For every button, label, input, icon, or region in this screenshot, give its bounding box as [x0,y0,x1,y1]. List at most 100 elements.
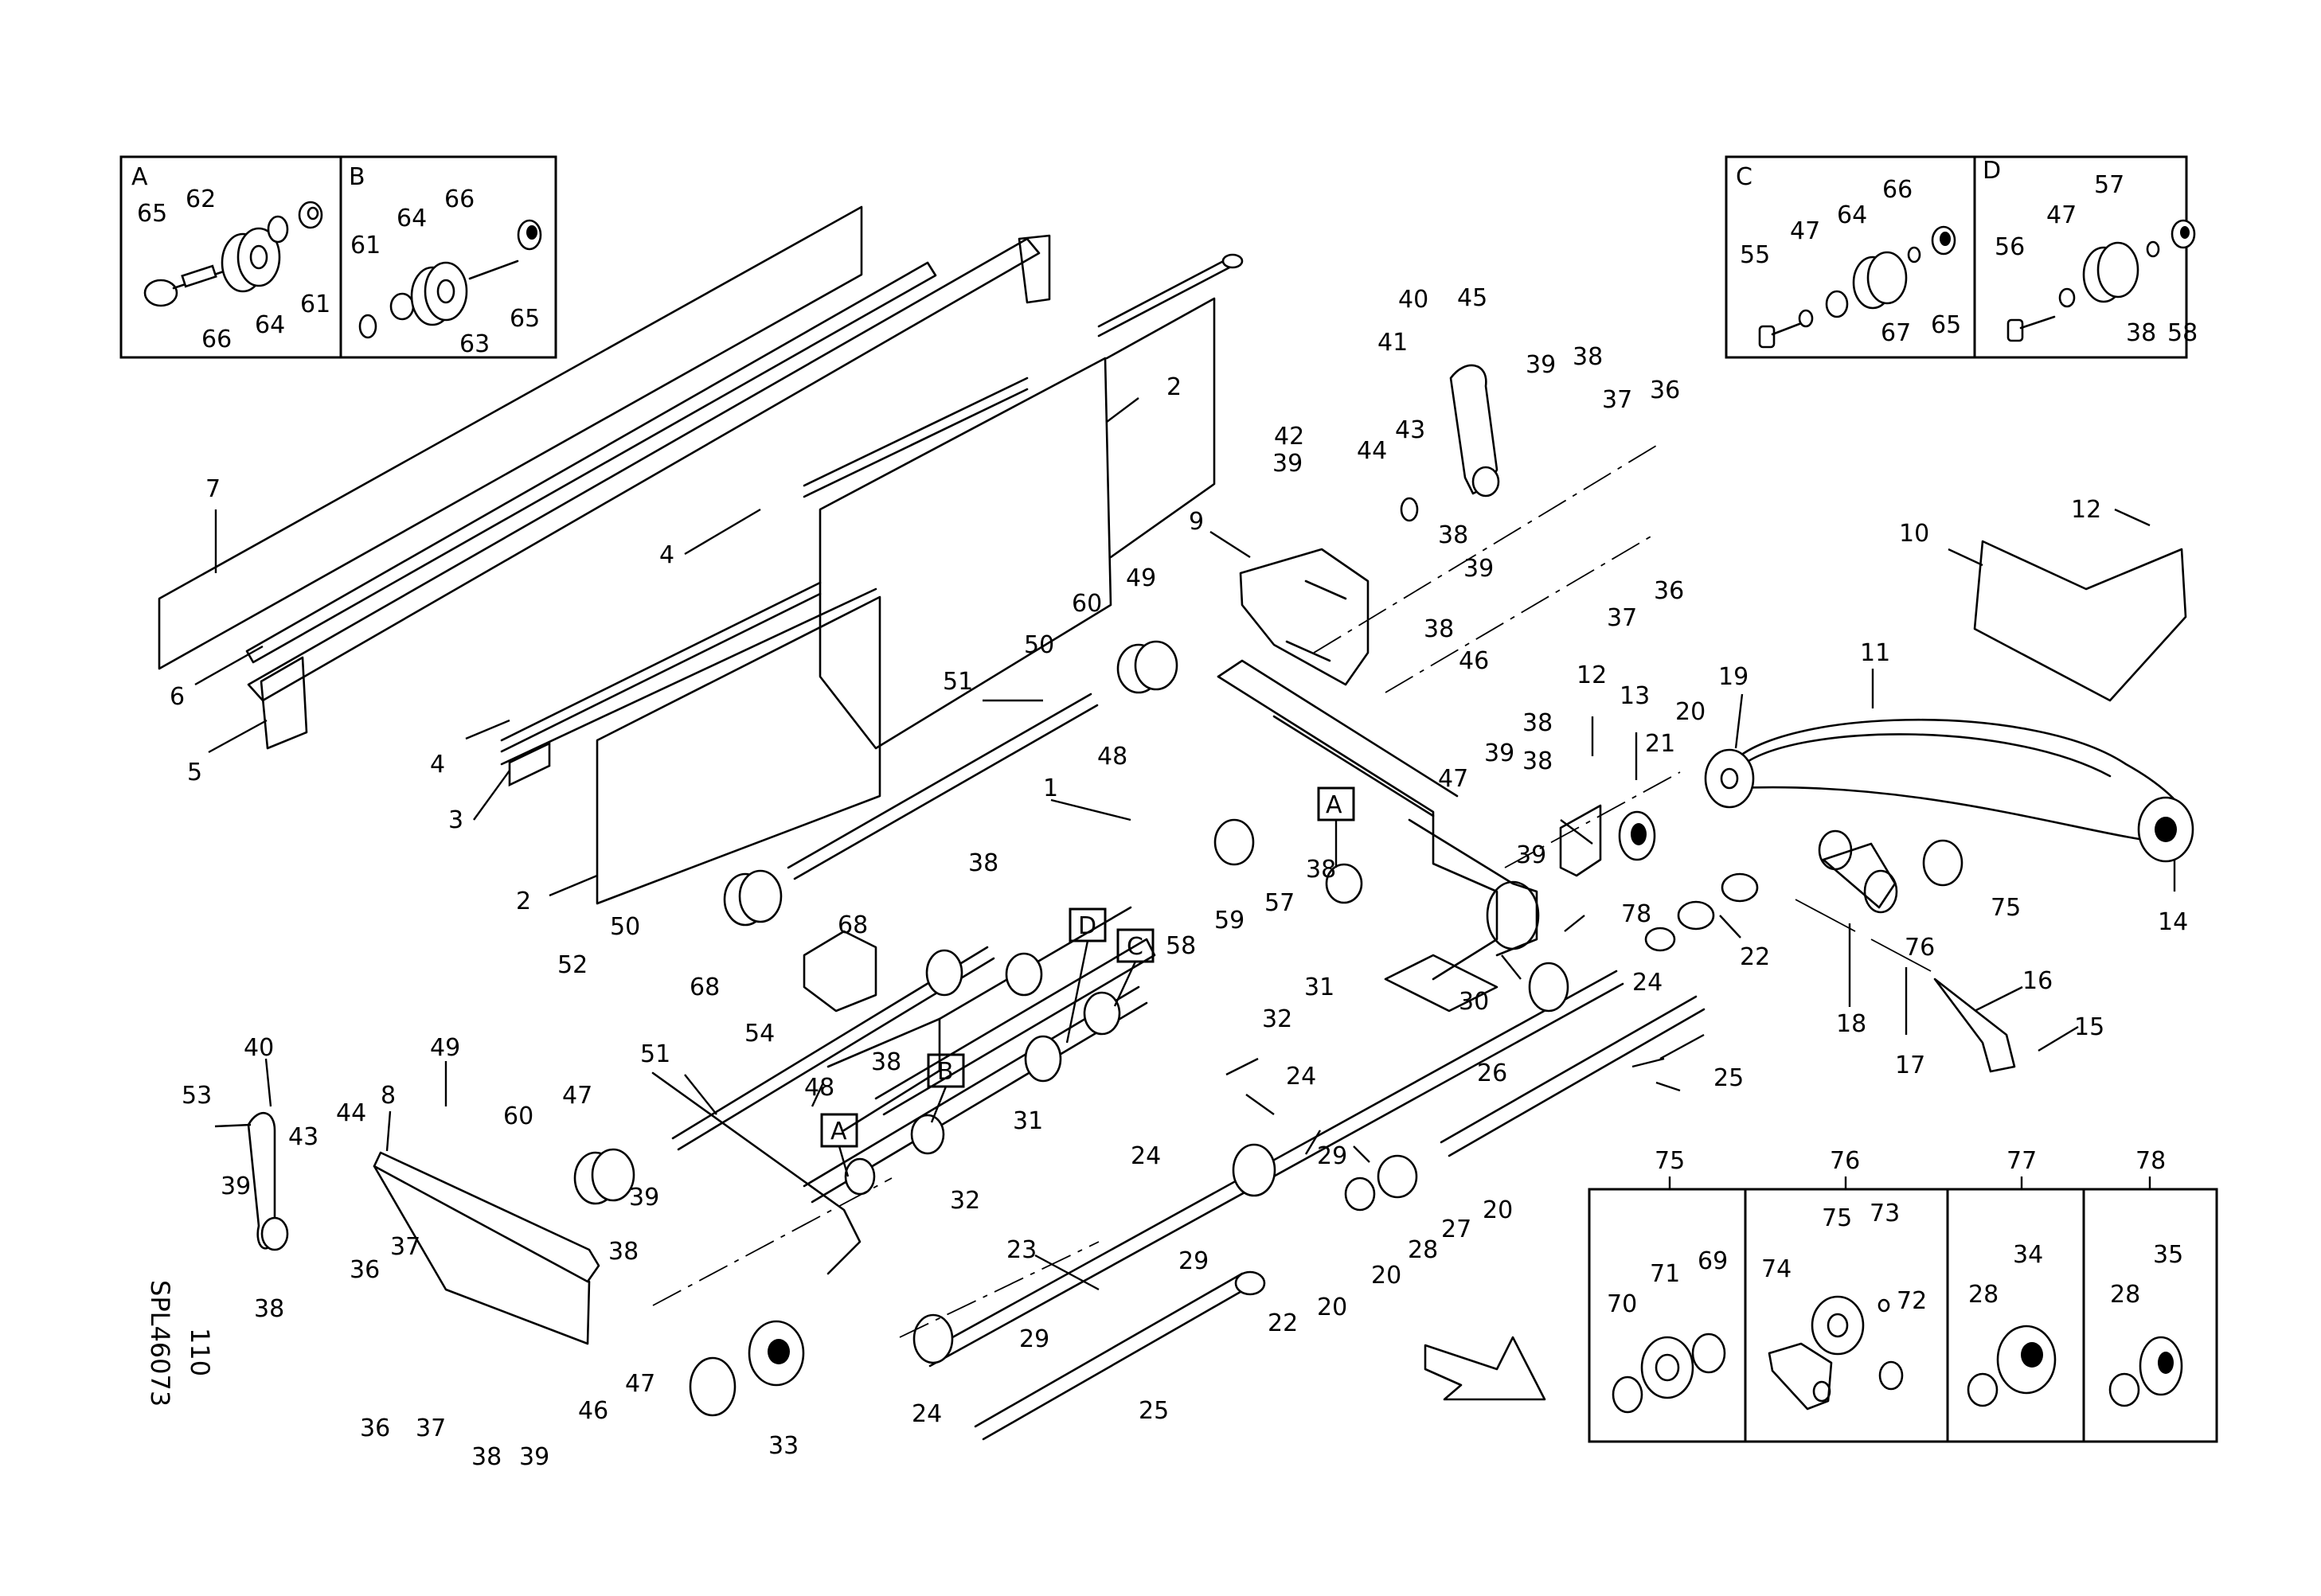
callout-38-g: 38 [871,1048,901,1076]
callout-39-b: 39 [1272,450,1303,478]
detail-label-D: D [1078,912,1096,940]
callout-49-upper: 49 [1126,564,1156,592]
callout-38-b: 38 [1438,521,1468,549]
callout-43-left: 43 [288,1123,318,1151]
callout-25-upper: 25 [1713,1064,1744,1092]
callout-57: 57 [1264,889,1295,917]
callout-48-upper: 48 [1097,743,1127,771]
callout-53: 53 [182,1082,212,1110]
callout-39-a: 39 [1526,351,1556,379]
inset-D-58: 58 [2167,319,2198,347]
kits-box [1588,1177,2218,1443]
callout-28: 28 [1408,1236,1438,1264]
inset-A-roller-assembly [143,201,323,307]
inset-D-57: 57 [2094,171,2124,199]
callout-8: 8 [381,1082,396,1110]
callout-10: 10 [1899,520,1929,548]
detail-box-D [1065,907,1107,1044]
part-4-rod-upper [803,377,1029,498]
callout-4-upper: 4 [659,541,674,569]
callout-58: 58 [1166,932,1196,960]
callout-31-lower: 31 [1013,1107,1043,1135]
part-2-side-plate-front [500,587,881,905]
callout-37-a: 37 [1602,386,1632,414]
callout-17: 17 [1895,1052,1925,1079]
callout-12-mid: 12 [1577,661,1607,689]
kit-75-69: 69 [1698,1247,1728,1275]
callout-39-e: 39 [1516,841,1546,869]
center-lower-frame [651,906,1156,1275]
part-77-gear [689,1320,805,1417]
callout-40-right: 40 [1398,286,1428,314]
callout-14: 14 [2158,908,2188,936]
callout-9: 9 [1189,508,1204,536]
callout-18: 18 [1836,1010,1866,1038]
detail-box-C [1113,928,1155,1007]
callout-49-lower: 49 [430,1034,460,1062]
inset-B-63: 63 [459,330,490,358]
inset-box-C-D [1725,155,2188,359]
inset-B-roller-assembly [358,219,542,339]
callout-39-d: 39 [1484,739,1514,767]
part-10-bracket [1973,540,2187,702]
inset-C-66: 66 [1882,176,1913,204]
callout-59: 59 [1214,907,1245,935]
part-57-roller [1213,818,1363,904]
kit-78-28: 28 [2110,1281,2140,1309]
callout-26: 26 [1477,1059,1507,1087]
callout-24-a: 24 [1632,969,1663,997]
callout-39-h: 39 [519,1443,549,1471]
part-68-pulley [723,869,963,997]
callout-labels: 1 2 2 3 4 4 5 6 7 8 9 10 11 12 12 13 14 … [131,157,2198,1471]
callout-38-d: 38 [1522,709,1553,737]
detail-box-A-lower [820,1113,858,1177]
callout-39-f: 39 [221,1173,251,1200]
inset-D-title: D [1983,157,2001,185]
callout-24-c: 24 [1131,1142,1161,1170]
callout-39-g: 39 [629,1184,659,1212]
callout-23: 23 [1006,1236,1037,1264]
callout-48-lower: 48 [804,1074,834,1102]
callout-42: 42 [1274,423,1304,451]
kit-76-drawing [1768,1295,1904,1411]
kit-76-75: 75 [1822,1204,1852,1232]
callout-36-d: 36 [360,1415,390,1442]
callout-36-c: 36 [350,1256,380,1284]
callout-20-a: 20 [1483,1196,1513,1224]
part-51-shaft-upper [787,693,1099,880]
callout-47-left: 47 [625,1370,655,1398]
part-8-lever-plate [373,1151,600,1345]
callout-50-upper: 50 [1024,631,1054,659]
callout-7: 7 [205,475,221,503]
left-bracket-40 [247,1111,289,1251]
inset-C-55: 55 [1740,241,1770,269]
callout-51-lower: 51 [640,1040,670,1068]
callout-4-lower: 4 [430,751,445,778]
callout-13: 13 [1620,682,1650,710]
callout-32-lower: 32 [950,1187,980,1215]
detail-label-C: C [1127,933,1143,961]
part-30-plate [1384,954,1498,1013]
callout-20-right: 20 [1675,698,1706,726]
callout-60-lower: 60 [503,1102,533,1130]
part-25-shaft-upper [1440,995,1706,1157]
callout-47-mid: 47 [562,1082,592,1110]
callout-37-d: 37 [416,1415,446,1442]
inset-C-67: 67 [1881,319,1911,347]
callout-46-right: 46 [1459,647,1489,675]
callout-47-right: 47 [1438,765,1468,793]
callout-2-upper: 2 [1166,373,1182,401]
kit-75-70: 70 [1607,1290,1637,1318]
inset-C-title: C [1736,163,1752,191]
inset-A-61: 61 [300,291,330,318]
callout-41: 41 [1377,329,1408,357]
inset-C-65: 65 [1931,311,1961,339]
callout-11: 11 [1860,639,1890,667]
inset-B-title: B [349,163,365,191]
callout-21: 21 [1645,730,1675,758]
callout-22-right: 22 [1740,943,1770,971]
inset-C-roller-assembly [1758,225,1956,349]
part-60-pulley-upper [1116,640,1178,694]
kit-77-drawing [1967,1325,2057,1407]
part-60-pulley-lower [573,1148,635,1205]
